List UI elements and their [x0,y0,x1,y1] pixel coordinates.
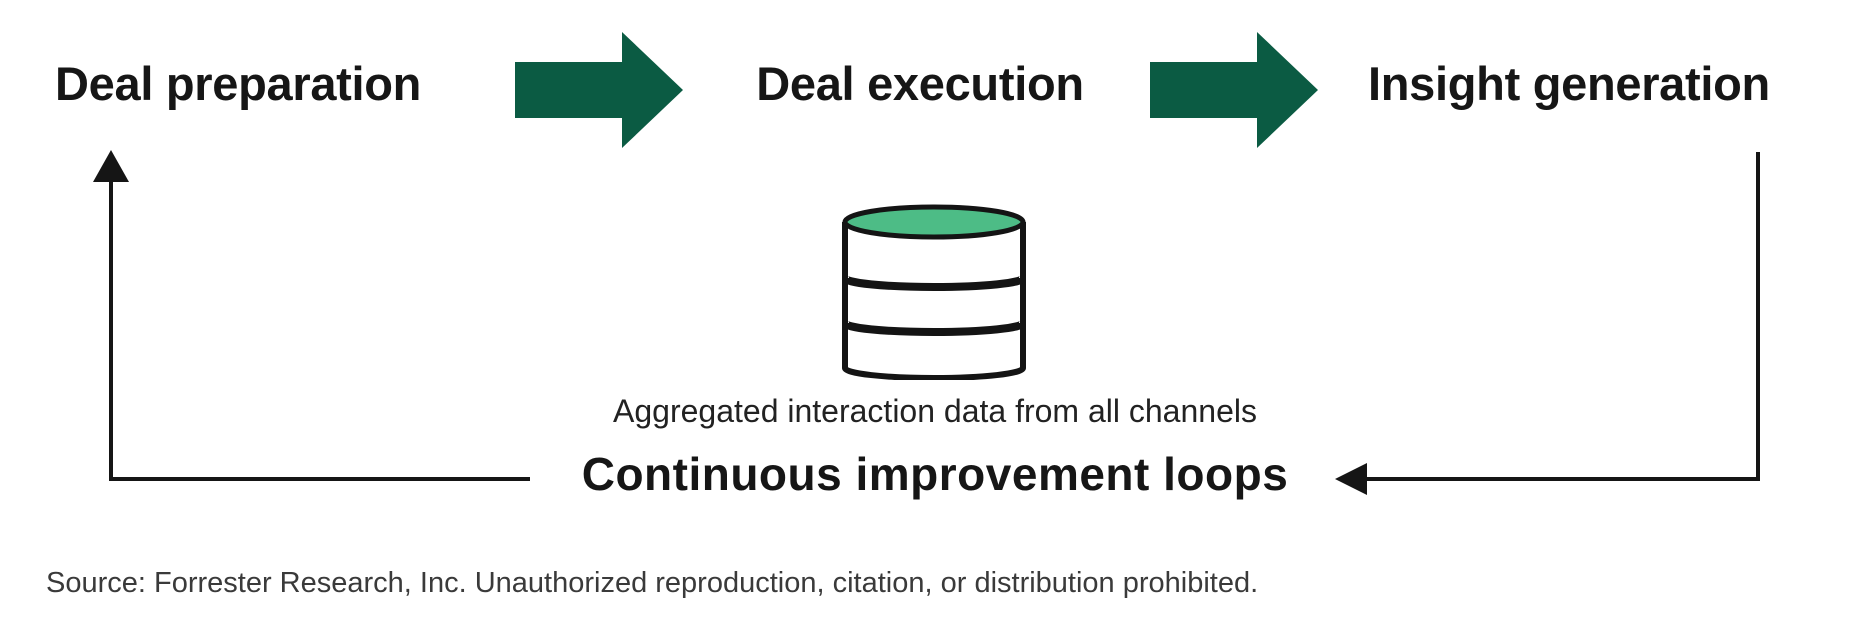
database-separator [842,275,1026,291]
source-note: Source: Forrester Research, Inc. Unautho… [46,567,1259,599]
flow-arrow-icon [1150,32,1318,148]
loop-line-right [1362,152,1760,481]
right-block-arrow-icon [515,32,683,148]
stage-label-deal-preparation: Deal preparation [55,57,422,110]
up-arrowhead-icon [93,150,129,182]
database-separator [842,320,1026,336]
database-caption: Aggregated interaction data from all cha… [613,393,1257,429]
loop-label: Continuous improvement loops [581,448,1289,500]
database-body [842,222,1026,380]
left-arrowhead-icon [1335,463,1367,495]
loop-line-left [109,180,530,481]
database-cylinder-icon [842,204,1026,380]
flow-arrow-icon [515,32,683,148]
stage-label-insight-generation: Insight generation [1368,57,1770,110]
right-block-arrow-icon [1150,32,1318,148]
database-top-ellipse [842,204,1026,240]
stage-label-deal-execution: Deal execution [756,57,1084,110]
